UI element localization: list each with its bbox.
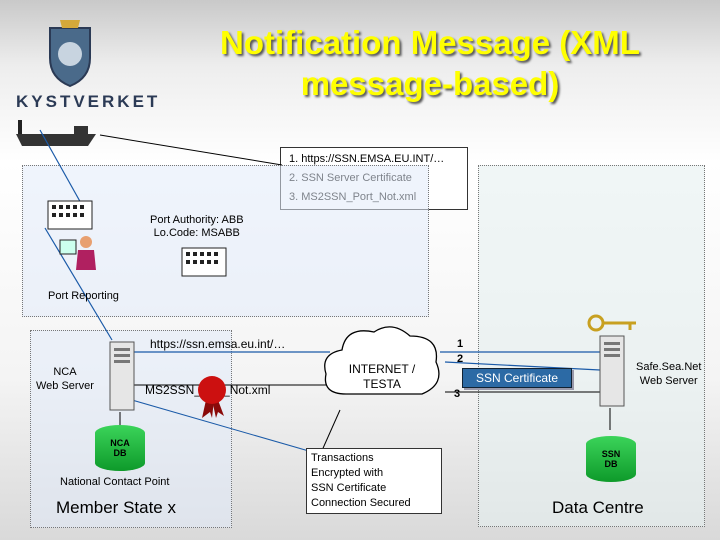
https-url-label: https://ssn.emsa.eu.int/… xyxy=(150,337,286,351)
building-icon xyxy=(47,200,93,230)
step-3-label: 3 xyxy=(454,388,461,400)
internet-label: INTERNET / TESTA xyxy=(334,362,430,392)
port-authority-locode: Lo.Code: MSABB xyxy=(153,227,240,239)
safesea-line2: Web Server xyxy=(639,375,698,387)
server-icon xyxy=(109,341,135,411)
nca-web-server-label: NCA Web Server xyxy=(36,365,94,393)
seal-icon xyxy=(198,376,226,418)
safesea-server-label: Safe.Sea.Net Web Server xyxy=(636,360,701,388)
transactions-line4: Connection Secured xyxy=(311,497,411,509)
ship-icon xyxy=(16,120,96,146)
server-icon xyxy=(599,335,625,407)
port-authority-name: Port Authority: ABB xyxy=(150,214,244,226)
ssn-db-line1: SSN xyxy=(601,449,621,459)
callout-line-1: 1. https://SSN.EMSA.EU.INT/… xyxy=(289,153,445,165)
ssn-certificate-badge: SSN Certificate xyxy=(462,368,572,388)
nca-db: NCA DB xyxy=(95,425,145,471)
internet-line1: INTERNET / xyxy=(348,362,416,376)
coat-of-arms-logo xyxy=(49,20,91,88)
member-state-label: Member State x xyxy=(56,498,176,517)
cloud-icon xyxy=(324,326,440,395)
step-1-label: 1 xyxy=(457,338,464,350)
port-reporting-label: Port Reporting xyxy=(48,290,119,302)
page-title: Notification Message (XML message-based) xyxy=(220,24,640,102)
nca-label: NCA xyxy=(53,366,77,378)
operator-person-icon xyxy=(59,236,96,270)
transactions-line3: SSN Certificate xyxy=(311,482,387,494)
nca-db-line1: NCA xyxy=(110,438,130,448)
national-contact-point-label: National Contact Point xyxy=(60,476,170,488)
key-icon xyxy=(587,314,636,332)
internet-line2: TESTA xyxy=(363,377,401,391)
safesea-line1: Safe.Sea.Net xyxy=(636,361,702,373)
ssn-db: SSN DB xyxy=(586,436,636,482)
transactions-callout: Transactions Encrypted with SSN Certific… xyxy=(306,448,442,514)
ssn-db-line2: DB xyxy=(604,459,618,469)
data-centre-label: Data Centre xyxy=(552,498,644,517)
transactions-line1: Transactions xyxy=(311,452,374,464)
building-icon xyxy=(181,247,227,277)
nca-db-line2: DB xyxy=(113,448,127,458)
transactions-line2: Encrypted with xyxy=(311,467,384,479)
port-authority-label: Port Authority: ABB Lo.Code: MSABB xyxy=(150,214,244,240)
step-2-label: 2 xyxy=(457,353,464,365)
logo-text: KYSTVERKET xyxy=(16,92,161,111)
web-server-label: Web Server xyxy=(36,380,94,392)
